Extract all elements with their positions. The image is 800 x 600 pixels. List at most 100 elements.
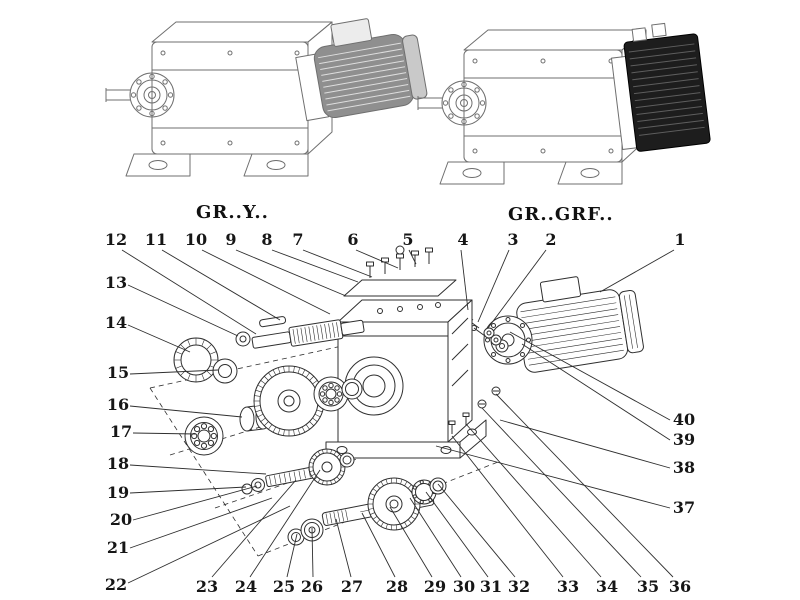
callout-number-33: 33 <box>557 577 579 596</box>
leader-line-8 <box>271 249 359 283</box>
retaining-ring <box>235 331 251 347</box>
callout-number-14: 14 <box>105 313 127 332</box>
callout-number-19: 19 <box>107 483 129 502</box>
callout-number-17: 17 <box>110 422 132 441</box>
cover-plate <box>343 279 457 297</box>
callout-number-24: 24 <box>235 577 257 596</box>
leader-line-24 <box>249 469 321 578</box>
output-shaft-assembly <box>287 477 447 546</box>
mounting-feet <box>125 153 309 177</box>
callout-number-26: 26 <box>301 577 323 596</box>
callout-number-32: 32 <box>508 577 530 596</box>
leader-line-4 <box>460 249 469 311</box>
callout-number-4: 4 <box>457 230 468 249</box>
callout-number-6: 6 <box>347 230 358 249</box>
leader-line-15 <box>129 369 219 375</box>
cover-bolts <box>366 245 433 278</box>
leader-line-21 <box>129 497 273 549</box>
leader-line-12 <box>121 249 257 335</box>
leader-line-33 <box>451 435 564 578</box>
leader-line-38 <box>499 419 671 469</box>
gear-bearing <box>313 376 363 412</box>
leader-line-13 <box>127 284 239 337</box>
leader-line-25 <box>286 533 298 578</box>
leader-line-17 <box>132 432 197 435</box>
leader-line-9 <box>235 249 347 297</box>
leader-line-40 <box>509 331 671 421</box>
callout-number-10: 10 <box>185 230 207 249</box>
callout-number-3: 3 <box>507 230 518 249</box>
leader-line-20 <box>132 485 258 521</box>
callout-number-38: 38 <box>673 458 695 477</box>
machine-drawing-gr-y <box>105 18 428 177</box>
block-fins <box>628 43 705 136</box>
callout-number-22: 22 <box>105 575 127 594</box>
motor <box>295 18 428 122</box>
leader-line-19 <box>129 486 247 494</box>
motor-fins <box>318 42 411 112</box>
variant-label-gr-y: GR..Y.. <box>196 202 269 223</box>
electric-motor <box>516 276 644 373</box>
callout-number-18: 18 <box>107 454 129 473</box>
leader-line-26 <box>311 527 314 578</box>
mounting-feet <box>439 161 623 185</box>
leader-line-10 <box>201 249 331 315</box>
ball-bearing <box>184 416 224 456</box>
washer <box>212 358 238 384</box>
callout-number-1: 1 <box>674 230 685 249</box>
motor-flange <box>483 315 533 365</box>
leader-line-39 <box>521 343 671 441</box>
leader-line-32 <box>437 483 516 578</box>
callout-number-21: 21 <box>107 538 129 557</box>
leader-line-34 <box>465 423 602 578</box>
leader-line-37 <box>435 445 671 509</box>
callout-number-28: 28 <box>386 577 408 596</box>
intermediate-shaft-assembly <box>241 448 355 495</box>
leader-line-28 <box>361 512 396 578</box>
callout-number-30: 30 <box>453 577 475 596</box>
callout-number-25: 25 <box>273 577 295 596</box>
callout-number-16: 16 <box>107 395 129 414</box>
callout-number-13: 13 <box>105 273 127 292</box>
leader-line-3 <box>477 249 510 323</box>
motor-fins <box>520 296 624 366</box>
gear-case <box>325 299 487 459</box>
callout-number-23: 23 <box>196 577 218 596</box>
leader-lines <box>121 249 675 584</box>
leader-line-2 <box>487 249 547 329</box>
leader-line-5 <box>408 249 417 265</box>
shaft-key <box>259 316 287 328</box>
callout-number-7: 7 <box>292 230 303 249</box>
leader-line-29 <box>389 506 433 578</box>
leader-line-6 <box>355 249 399 269</box>
leader-line-27 <box>335 518 352 578</box>
leader-line-7 <box>302 249 373 278</box>
callout-number-8: 8 <box>261 230 272 249</box>
leader-line-14 <box>127 324 191 353</box>
input-shaft <box>251 316 365 349</box>
callout-number-39: 39 <box>673 430 695 449</box>
leader-line-22 <box>127 505 291 584</box>
exploded-view <box>149 245 644 557</box>
callout-number-20: 20 <box>110 510 132 529</box>
machine-drawing-gr-grf <box>417 22 711 185</box>
large-gear <box>253 365 325 437</box>
callout-number-40: 40 <box>673 410 695 429</box>
leader-line-16 <box>129 405 243 418</box>
callout-number-15: 15 <box>107 363 129 382</box>
callout-number-27: 27 <box>341 577 363 596</box>
leader-line-11 <box>161 249 281 321</box>
callout-number-2: 2 <box>545 230 556 249</box>
variant-label-gr-grf: GR..GRF.. <box>508 204 614 225</box>
finned-cover-block <box>610 22 711 152</box>
leader-line-18 <box>129 464 267 475</box>
leader-line-35 <box>481 407 642 578</box>
callout-number-12: 12 <box>105 230 127 249</box>
callout-number-5: 5 <box>402 230 413 249</box>
leader-line-23 <box>211 479 297 578</box>
oil-seal <box>173 337 219 383</box>
callout-number-29: 29 <box>424 577 446 596</box>
